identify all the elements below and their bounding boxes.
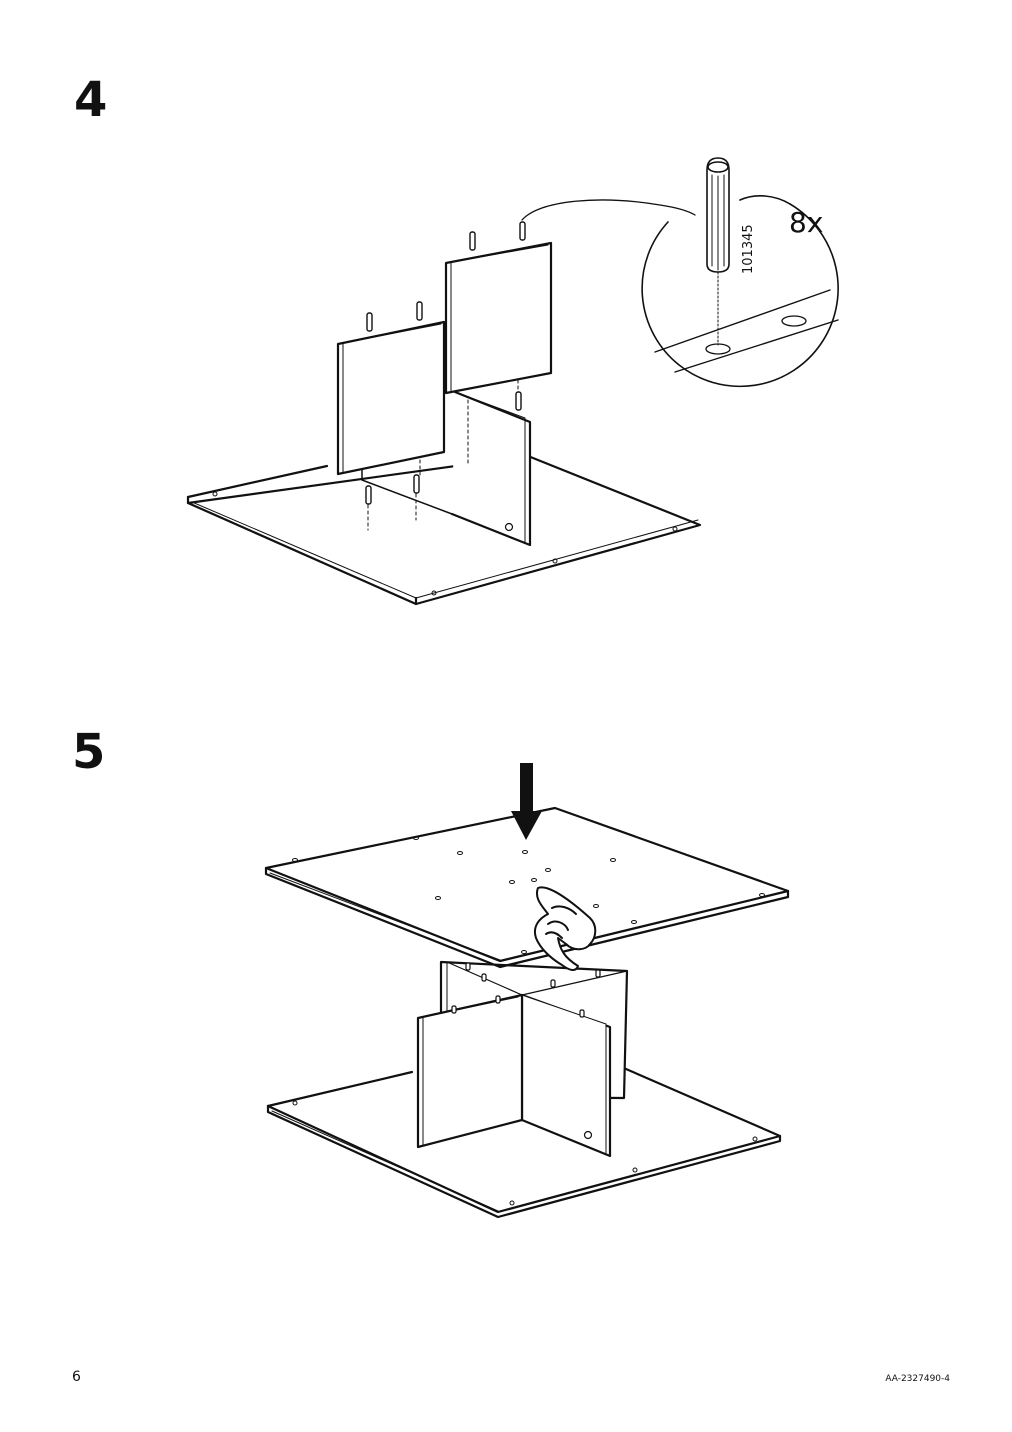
base-board [186, 454, 702, 606]
dowel-part-number: 101345 [741, 224, 756, 274]
step-5-illustration [264, 763, 790, 1219]
pressing-hand-icon [534, 886, 597, 971]
press-down-arrow-icon [511, 763, 542, 840]
dowels-step-4 [365, 221, 526, 505]
top-board [264, 806, 790, 969]
upper-right-divider-panel [444, 241, 553, 395]
step-4-number: 4 [74, 72, 108, 128]
upper-left-divider-panel [336, 320, 446, 476]
detail-callout-circle [641, 195, 839, 388]
document-code: AA-2327490-4 [885, 1374, 950, 1384]
dowel-quantity: 8x [789, 206, 823, 239]
cross-divider-assembly [416, 961, 628, 1158]
step-4-illustration: 101345 8x [186, 157, 839, 606]
step-5-number: 5 [72, 724, 106, 780]
wooden-dowel-icon [706, 157, 730, 273]
bottom-board [266, 1067, 782, 1219]
page-number: 6 [72, 1369, 81, 1385]
lower-divider-panel [361, 390, 532, 547]
